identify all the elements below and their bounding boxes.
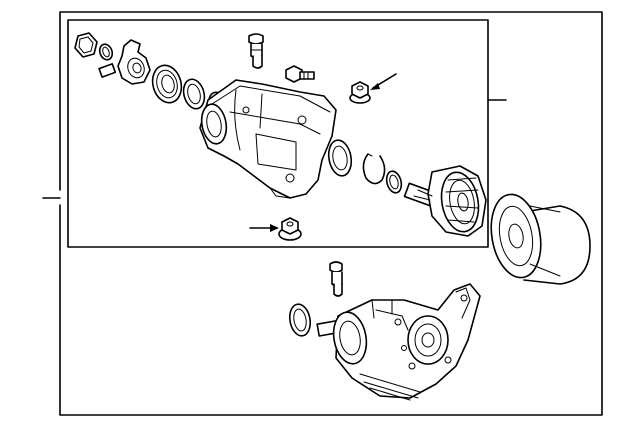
- coupling-canister: [490, 193, 591, 285]
- lower-seal: [288, 303, 312, 337]
- fitting-adapter: [98, 39, 151, 85]
- inner-subassembly-box: [67, 19, 507, 248]
- complete-assembly: [316, 283, 481, 401]
- large-seal: [151, 64, 183, 104]
- drive-gear-assembly: [403, 165, 487, 237]
- bottom-flange-nut: [249, 217, 302, 241]
- vent-fitting: [248, 33, 264, 69]
- spacer-ring: [385, 170, 403, 194]
- output-seal: [327, 139, 353, 177]
- differential-housing: [199, 79, 337, 199]
- small-gasket-ring: [98, 43, 114, 61]
- outer-frame: [42, 11, 603, 416]
- snap-ring: [362, 153, 386, 185]
- hex-bolt: [285, 65, 315, 83]
- lower-vent-fitting: [329, 261, 343, 297]
- o-ring: [182, 78, 206, 110]
- drain-plug: [74, 32, 98, 58]
- flange-nut: [349, 73, 397, 104]
